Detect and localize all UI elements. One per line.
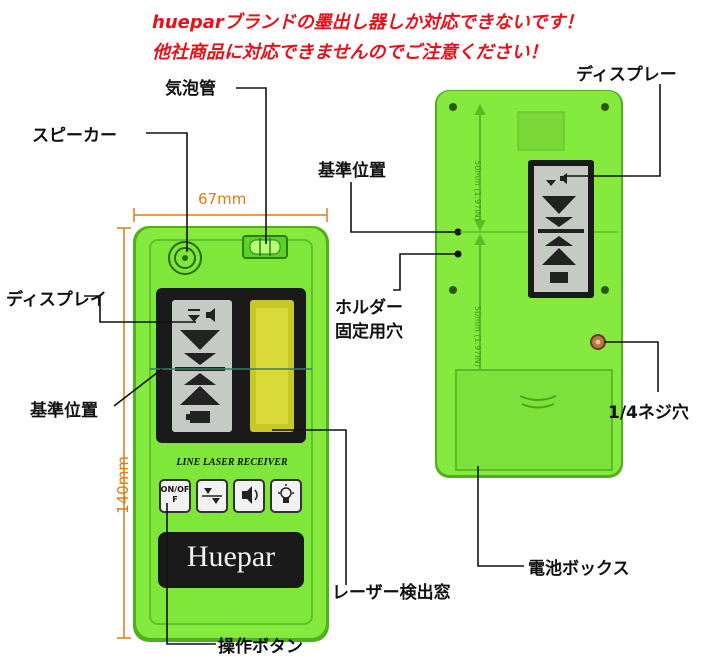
width-dimension-label: 67mm — [198, 190, 247, 208]
speaker-grille-icon — [168, 241, 202, 275]
scale-top-text: 50mm (1.97IN) — [473, 160, 482, 221]
screw-icon — [601, 103, 609, 111]
backlight-button[interactable] — [270, 479, 302, 513]
model-text: LINE LASER RECEIVER — [176, 457, 288, 468]
height-dimension — [117, 227, 131, 639]
battery-cover — [455, 369, 613, 471]
callout-lines — [84, 84, 661, 645]
label-holder-hole: ホルダー 固定用穴 — [335, 296, 403, 344]
battery-cover-grip — [519, 395, 557, 401]
holder-hole-bottom — [454, 250, 462, 258]
speaker-icon — [242, 486, 258, 504]
label-holder-hole-line1: ホルダー — [335, 298, 403, 318]
brand-logo: Huepar — [186, 540, 276, 573]
label-battery-box: 電池ボックス — [528, 559, 630, 579]
brand-bar — [158, 532, 304, 588]
level-vial-icon — [242, 235, 288, 259]
precision-icon — [202, 488, 222, 504]
notice-line-2: 他社商品に対応できませんのでご注意ください！ — [152, 42, 548, 63]
width-dimension — [133, 208, 328, 222]
label-level-vial: 気泡管 — [165, 79, 216, 99]
label-display-back: ディスプレー — [576, 65, 677, 85]
notice-line-1: hueparブランドの墨出し器しか対応できないです！ — [152, 12, 584, 33]
front-receiver — [117, 208, 329, 642]
backlight-icon — [278, 484, 294, 503]
label-holder-hole-line2: 固定用穴 — [335, 322, 403, 342]
label-recess — [517, 111, 565, 151]
thread-hole-core — [595, 339, 601, 345]
lcd-arrow-icons — [175, 308, 225, 423]
battery-cover-grip — [521, 403, 555, 409]
label-buttons: 操作ボタン — [218, 637, 303, 657]
label-thread-hole: 1/4ネジ穴 — [608, 403, 689, 423]
label-reference-back: 基準位置 — [318, 161, 386, 181]
screw-icon — [449, 103, 457, 111]
screw-icon — [449, 286, 457, 294]
label-sensor-window: レーザー検出窓 — [332, 583, 451, 603]
power-button-label: ON/OFF — [160, 485, 190, 504]
back-lcd-arrow-icons — [538, 173, 584, 283]
label-display-front: ディスプレイ — [6, 290, 107, 310]
label-speaker: スピーカー — [32, 126, 117, 146]
scale-bottom-text: 50mm (1.97IN) — [473, 306, 482, 367]
sensor-window-inner — [256, 308, 288, 424]
height-dimension-label: 140mm — [113, 456, 132, 514]
label-reference-front: 基準位置 — [30, 401, 98, 421]
screw-icon — [601, 286, 609, 294]
back-receiver — [435, 90, 623, 478]
